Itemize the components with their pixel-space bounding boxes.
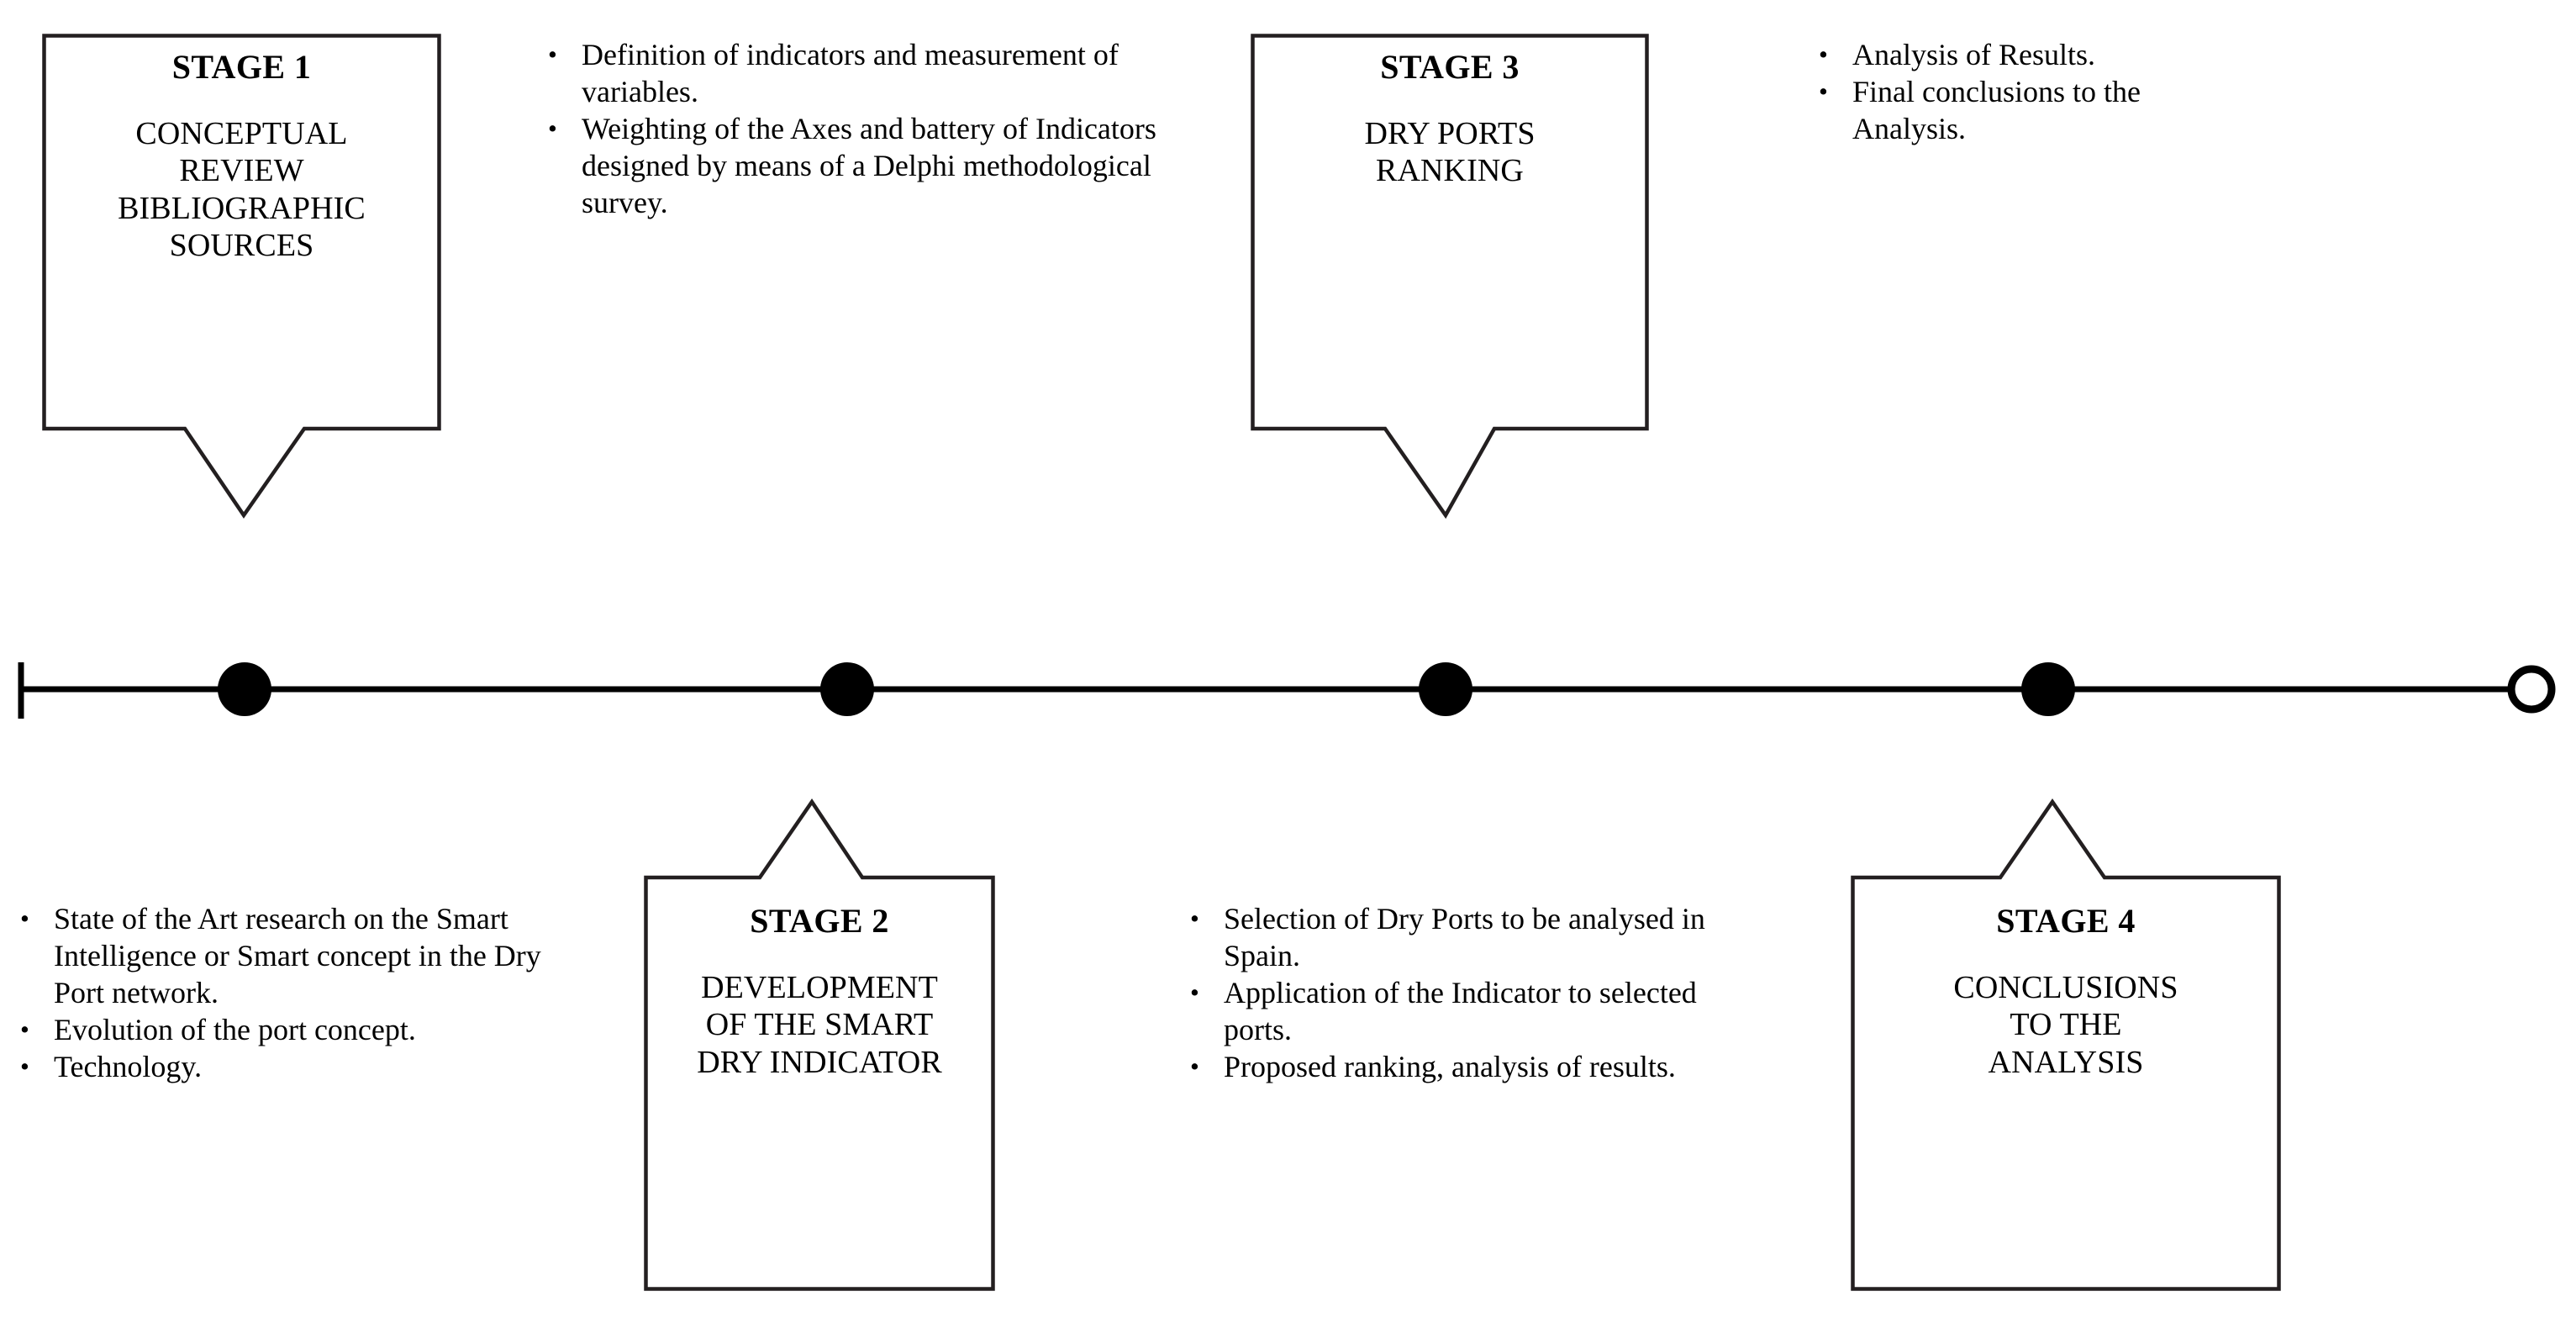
stage-2-desc-line-3: DRY INDICATOR bbox=[697, 1044, 942, 1080]
stage-2-callout-shape bbox=[644, 798, 995, 1291]
bullet-text: Selection of Dry Ports to be analysed in… bbox=[1224, 902, 1705, 972]
bullets-stage-4-group: • Analysis of Results. • Final conclusio… bbox=[1815, 37, 2252, 148]
stage-3-content: STAGE 3 DRY PORTS RANKING bbox=[1251, 48, 1649, 190]
stage-4-title: STAGE 4 bbox=[1996, 902, 2136, 940]
bullet-text: Evolution of the port concept. bbox=[54, 1012, 416, 1046]
timeline-node-1[interactable] bbox=[218, 662, 271, 716]
list-item: • Evolution of the port concept. bbox=[17, 1012, 572, 1049]
stage-1-callout-shape bbox=[42, 34, 441, 519]
bullet-text: Technology. bbox=[54, 1049, 203, 1083]
stage-1-desc-line-1: CONCEPTUAL bbox=[135, 115, 348, 151]
bullet-dot-icon: • bbox=[20, 1051, 29, 1081]
bullet-text: Definition of indicators and measurement… bbox=[582, 38, 1119, 108]
stage-1-desc-line-3: BIBLIOGRAPHIC bbox=[118, 190, 366, 226]
list-item: • Proposed ranking, analysis of results. bbox=[1187, 1049, 1708, 1086]
stage-3-callout-shape bbox=[1251, 34, 1649, 519]
bullet-text: Weighting of the Axes and battery of Ind… bbox=[582, 111, 1156, 219]
bullets-stage-2-group: • Definition of indicators and measureme… bbox=[545, 37, 1167, 222]
list-item: • Analysis of Results. bbox=[1815, 37, 2252, 74]
bullet-text: Final conclusions to the Analysis. bbox=[1852, 74, 2141, 145]
stage-4-content: STAGE 4 CONCLUSIONS TO THE ANALYSIS bbox=[1851, 902, 2281, 1081]
bullet-dot-icon: • bbox=[1819, 40, 1828, 69]
stage-2-callout[interactable]: STAGE 2 DEVELOPMENT OF THE SMART DRY IND… bbox=[644, 798, 995, 1291]
bullet-dot-icon: • bbox=[20, 1014, 29, 1044]
stage-2-content: STAGE 2 DEVELOPMENT OF THE SMART DRY IND… bbox=[644, 902, 995, 1081]
stage-1-content: STAGE 1 CONCEPTUAL REVIEW BIBLIOGRAPHIC … bbox=[42, 48, 441, 265]
bullet-dot-icon: • bbox=[1190, 904, 1199, 933]
stage-1-title: STAGE 1 bbox=[171, 48, 312, 86]
stage-1-desc-line-2: REVIEW bbox=[179, 153, 304, 189]
stage-3-callout[interactable]: STAGE 3 DRY PORTS RANKING bbox=[1251, 34, 1649, 521]
list-item: • Selection of Dry Ports to be analysed … bbox=[1187, 901, 1708, 975]
bullet-dot-icon: • bbox=[1819, 76, 1828, 106]
bullet-dot-icon: • bbox=[1190, 1051, 1199, 1081]
stage-2-desc-line-1: DEVELOPMENT bbox=[701, 969, 938, 1005]
stage-4-desc-line-2: TO THE bbox=[2010, 1007, 2122, 1043]
timeline-node-3[interactable] bbox=[1419, 662, 1472, 716]
bullet-text: Application of the Indicator to selected… bbox=[1224, 975, 1697, 1046]
stage-3-title: STAGE 3 bbox=[1380, 48, 1520, 86]
timeline-node-4[interactable] bbox=[2021, 662, 2075, 716]
stage-4-callout-shape bbox=[1851, 798, 2281, 1291]
bullet-text: Proposed ranking, analysis of results. bbox=[1224, 1049, 1676, 1083]
bullet-dot-icon: • bbox=[1190, 977, 1199, 1007]
stage-4-desc-line-1: CONCLUSIONS bbox=[1953, 969, 2178, 1005]
stage-4-spacer bbox=[1862, 941, 2269, 969]
stage-4-desc-line-3: ANALYSIS bbox=[1988, 1044, 2144, 1080]
list-item: • Final conclusions to the Analysis. bbox=[1815, 74, 2252, 148]
stage-4-callout[interactable]: STAGE 4 CONCLUSIONS TO THE ANALYSIS bbox=[1851, 798, 2281, 1291]
stage-3-desc-line-2: RANKING bbox=[1376, 153, 1524, 189]
bullet-dot-icon: • bbox=[20, 904, 29, 933]
timeline-node-2[interactable] bbox=[820, 662, 874, 716]
stage-3-spacer bbox=[1262, 87, 1637, 115]
list-item: • Application of the Indicator to select… bbox=[1187, 975, 1708, 1049]
list-item: • State of the Art research on the Smart… bbox=[17, 901, 572, 1012]
stage-2-spacer bbox=[656, 941, 983, 969]
stage-1-callout[interactable]: STAGE 1 CONCEPTUAL REVIEW BIBLIOGRAPHIC … bbox=[42, 34, 441, 521]
bullets-stage-3-group: • Selection of Dry Ports to be analysed … bbox=[1187, 901, 1708, 1086]
list-item: • Technology. bbox=[17, 1049, 572, 1086]
stage-1-spacer bbox=[54, 87, 429, 115]
bullet-text: Analysis of Results. bbox=[1852, 38, 2096, 71]
stage-2-title: STAGE 2 bbox=[750, 902, 889, 940]
bullet-dot-icon: • bbox=[548, 40, 557, 69]
bullets-stage-1-group: • State of the Art research on the Smart… bbox=[17, 901, 572, 1086]
bullet-text: State of the Art research on the Smart I… bbox=[54, 902, 541, 1009]
timeline-end-node-icon[interactable] bbox=[2507, 665, 2556, 714]
stage-2-desc-line-2: OF THE SMART bbox=[705, 1007, 934, 1043]
stage-3-desc-line-1: DRY PORTS bbox=[1364, 115, 1536, 151]
stage-1-desc-line-4: SOURCES bbox=[169, 228, 314, 264]
list-item: • Weighting of the Axes and battery of I… bbox=[545, 111, 1167, 222]
bullet-dot-icon: • bbox=[548, 113, 557, 143]
list-item: • Definition of indicators and measureme… bbox=[545, 37, 1167, 111]
